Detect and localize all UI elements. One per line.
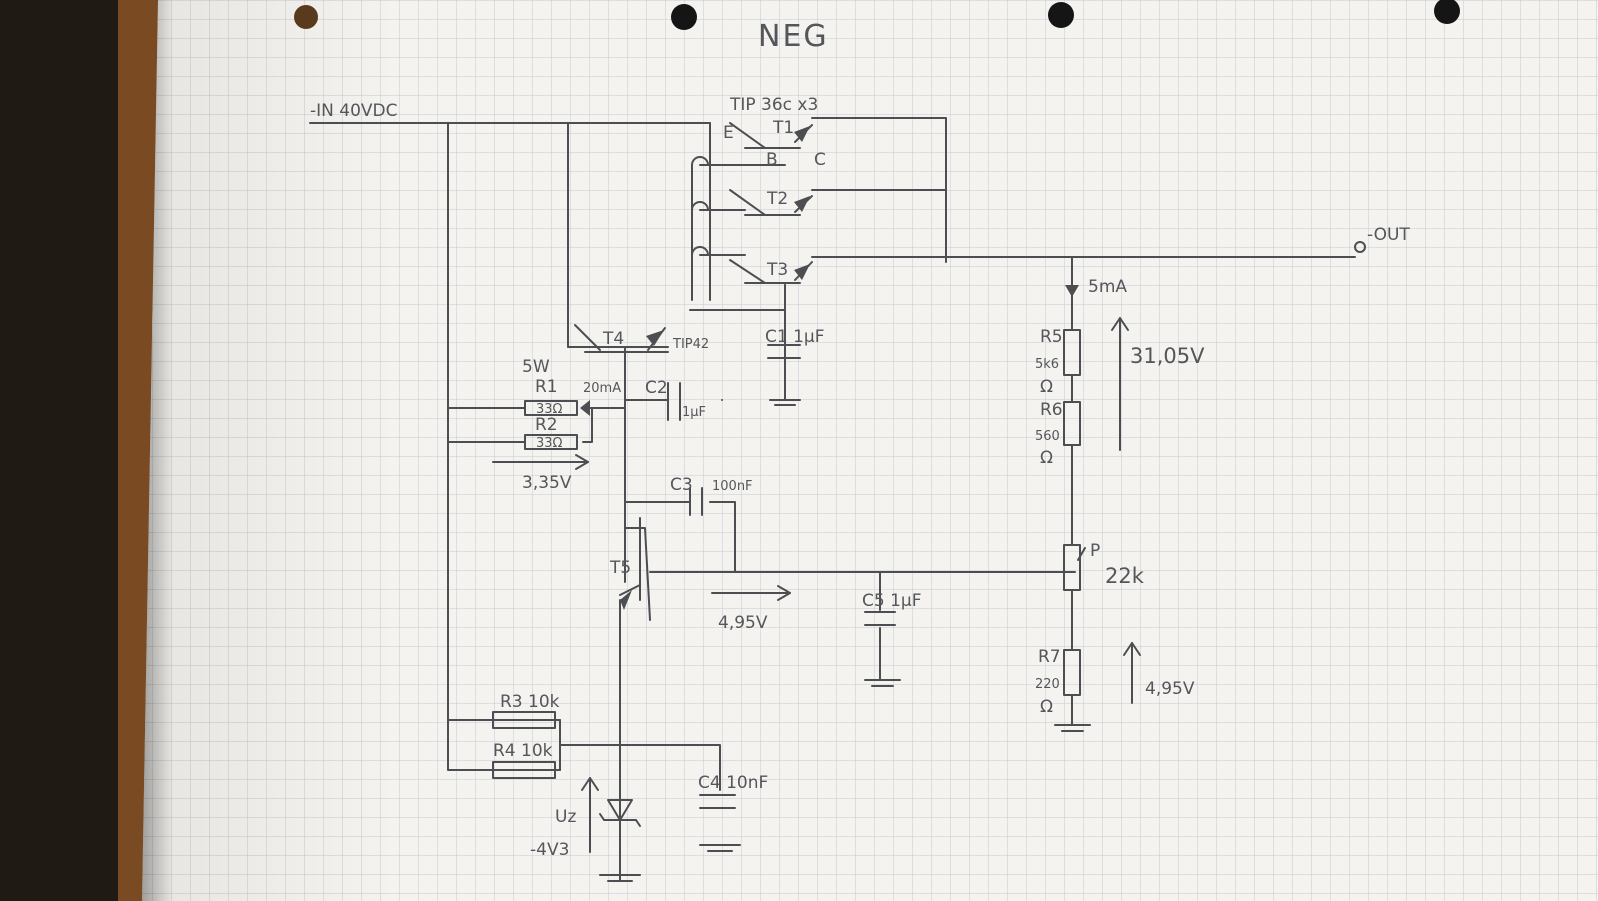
transistor-header: TIP 36c x3 xyxy=(729,95,818,115)
c5-label: C5 1µF xyxy=(862,591,922,611)
r7-label: R7 xyxy=(1038,647,1061,667)
binder-hole xyxy=(671,4,697,30)
r5r6-voltage-label: 31,05V xyxy=(1130,344,1205,368)
t1-label: T1 xyxy=(772,118,794,138)
c4-label: C4 10nF xyxy=(698,773,768,793)
pot-value-label: 22k xyxy=(1105,564,1145,588)
zener-diode xyxy=(599,799,641,827)
pin-e-label: E xyxy=(723,123,734,143)
binder-hole xyxy=(1048,2,1074,28)
t2-label: T2 xyxy=(766,189,788,209)
labels: NEG -IN 40VDC -OUT TIP 36c x3 T1 E B C T… xyxy=(310,19,1410,860)
c3-value-label: 100nF xyxy=(712,479,753,494)
t3-label: T3 xyxy=(766,260,788,280)
t5-transistor xyxy=(619,517,641,610)
paper-grid xyxy=(142,0,1598,901)
r1-label: R1 xyxy=(535,377,558,397)
binder-hole xyxy=(294,5,318,29)
pot-label: P xyxy=(1090,541,1100,561)
zener-voltage-label: -4V3 xyxy=(530,840,569,860)
c3-label: C3 xyxy=(670,475,693,495)
r2-value-label: 33Ω xyxy=(536,436,563,451)
pin-b-label: B xyxy=(766,150,778,170)
r6-label: R6 xyxy=(1040,400,1063,420)
r1r2-voltage-label: 3,35V xyxy=(522,473,572,493)
c2-label: C2 xyxy=(645,378,668,398)
r6-value-label: 560 xyxy=(1035,429,1060,444)
r2-label: R2 xyxy=(535,415,558,435)
t4-label: T4 xyxy=(602,329,624,349)
t5-voltage-label: 4,95V xyxy=(718,613,768,633)
r7-unit-label: Ω xyxy=(1040,697,1053,717)
r5-label: R5 xyxy=(1040,327,1063,347)
capacitors xyxy=(667,344,896,809)
page-title: NEG xyxy=(758,19,829,54)
r1-power-label: 5W xyxy=(522,357,550,377)
r6-unit-label: Ω xyxy=(1040,448,1053,468)
wires xyxy=(309,117,1356,881)
c2-value-label: 1µF xyxy=(682,405,706,420)
output-current-label: 5mA xyxy=(1088,277,1127,297)
r4-label: R4 10k xyxy=(493,741,553,761)
current-arrow xyxy=(580,400,590,416)
r5-unit-label: Ω xyxy=(1040,377,1053,397)
resistors xyxy=(492,329,1086,779)
ground-symbols xyxy=(599,399,1091,882)
binder-hole xyxy=(1434,0,1460,24)
output-label: -OUT xyxy=(1367,225,1410,245)
pin-c-label: C xyxy=(814,150,826,170)
t4-type-label: TIP42 xyxy=(672,337,709,352)
r7-voltage-label: 4,95V xyxy=(1145,679,1195,699)
r5-value-label: 5k6 xyxy=(1035,357,1059,372)
r7-value-label: 220 xyxy=(1035,677,1060,692)
power-transistors xyxy=(729,122,813,284)
t5-label: T5 xyxy=(609,558,631,578)
r3-label: R3 10k xyxy=(500,692,560,712)
current-arrow xyxy=(1065,285,1079,297)
output-terminal xyxy=(1354,241,1366,253)
r1-current-label: 20mA xyxy=(583,381,621,396)
voltage-arrows xyxy=(492,317,1141,853)
zener-label: Uz xyxy=(555,807,576,827)
t4-transistor xyxy=(574,324,669,353)
c1-label: C1 1µF xyxy=(765,327,825,347)
r1-value-label: 33Ω xyxy=(536,402,563,417)
input-label: -IN 40VDC xyxy=(310,101,398,121)
